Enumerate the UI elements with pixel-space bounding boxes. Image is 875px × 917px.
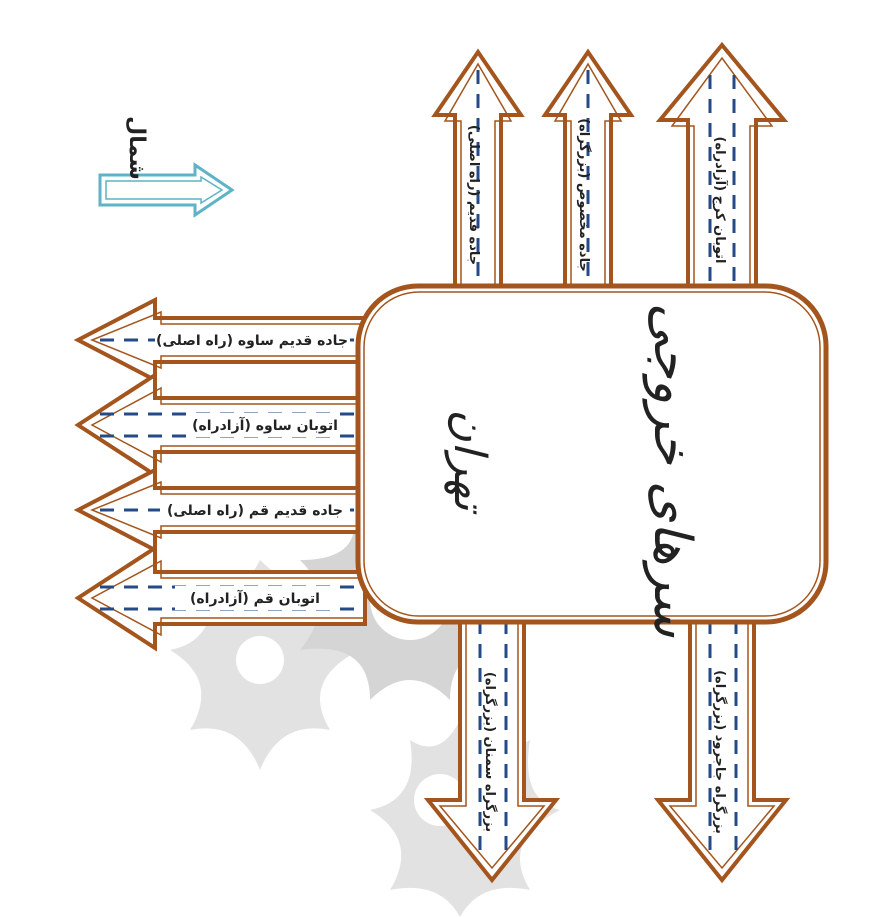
road-label: جاده قدیم ساوه (راه اصلی) [156,333,348,349]
road-label: بزرگراه جاجرود (بزرگراه) [712,670,728,834]
north-label: شمال [124,116,149,180]
north-arrow-icon [98,162,235,218]
road-label: جاده قدیم قم (راه اصلی) [167,503,343,519]
center-title: سرهای خروجی [642,303,702,639]
road-top-karaj-freeway: اتوبان کرج (آزادراه) [655,41,789,292]
road-top-special-road: جاده مخصوص (بزرگراه) [541,48,635,292]
center-subtitle: تهران [444,409,495,515]
road-label: اتوبان ساوه (آزادراه) [192,416,338,434]
road-left-old-qom: جاده قدیم قم (راه اصلی) [73,466,367,554]
road-label: بزرگراه سمنان (بزرگراه) [482,672,498,832]
road-label: جاده مخصوص (بزرگراه) [576,118,592,272]
road-label: اتوبان قم (آزادراه) [190,589,320,607]
center-box [355,283,829,625]
road-bottom-jajrood-highway: بزرگراه جاجرود (بزرگراه) [653,610,791,884]
road-bottom-semnan-highway: بزرگراه سمنان (بزرگراه) [423,610,561,884]
road-label: جاده قدیم (راه اصلی) [466,125,481,265]
road-top-old-road: جاده قدیم (راه اصلی) [431,48,525,292]
road-left-old-saveh: جاده قدیم ساوه (راه اصلی) [73,296,367,384]
road-label: اتوبان کرج (آزادراه) [712,137,729,264]
road-left-saveh-freeway: اتوبان ساوه (آزادراه) [74,371,367,479]
road-left-qom-freeway: اتوبان قم (آزادراه) [74,544,367,652]
